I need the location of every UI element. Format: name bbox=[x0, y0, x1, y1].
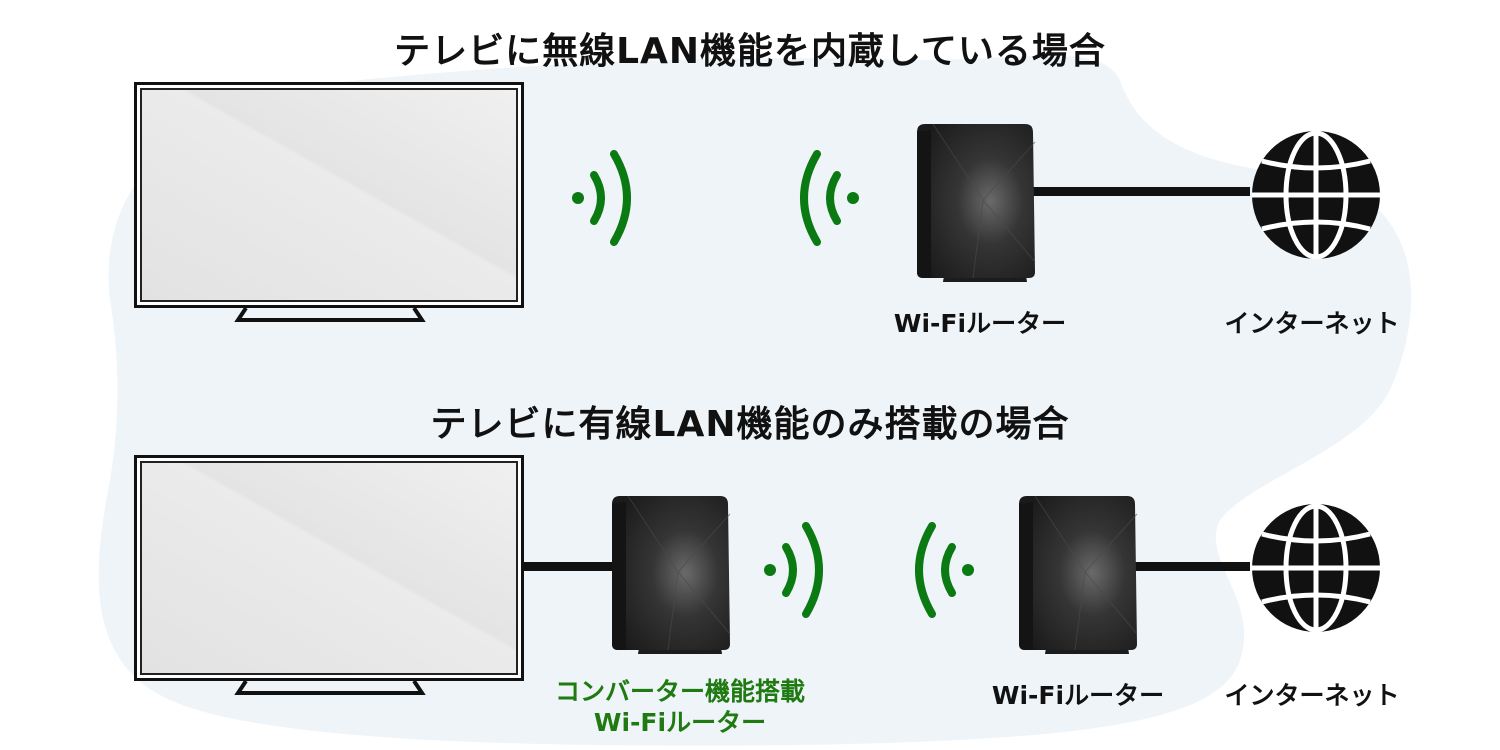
tv-icon bbox=[134, 455, 524, 695]
scenario-wireless-title: テレビに無線LAN機能を内蔵している場合 bbox=[394, 31, 1106, 72]
wifi-signal-icon bbox=[764, 522, 823, 618]
wifi-signal-icon bbox=[572, 150, 631, 246]
scenario-wired-title: テレビに有線LAN機能のみ搭載の場合 bbox=[430, 404, 1070, 445]
converter-router-label: コンバーター機能搭載 Wi-Fiルーター bbox=[520, 676, 840, 738]
ethernet-cable bbox=[1030, 187, 1250, 196]
ethernet-cable bbox=[524, 562, 614, 571]
converter-router-label-line1: コンバーター機能搭載 bbox=[554, 677, 805, 706]
internet-label: インターネット bbox=[1224, 681, 1400, 710]
router-icon bbox=[917, 123, 1036, 282]
router-icon bbox=[1019, 495, 1138, 654]
wifi-router-label: Wi-Fiルーター bbox=[991, 681, 1165, 710]
wifi-router-label: Wi-Fiルーター bbox=[893, 309, 1067, 338]
router-icon bbox=[612, 495, 731, 654]
ethernet-cable bbox=[1130, 562, 1250, 571]
wifi-signal-icon bbox=[800, 150, 859, 246]
globe-icon bbox=[1252, 130, 1380, 260]
globe-icon bbox=[1252, 503, 1380, 633]
internet-label: インターネット bbox=[1224, 309, 1400, 338]
tv-icon bbox=[134, 82, 524, 322]
wifi-signal-icon bbox=[915, 522, 974, 618]
converter-router-label-line2: Wi-Fiルーター bbox=[593, 708, 767, 737]
